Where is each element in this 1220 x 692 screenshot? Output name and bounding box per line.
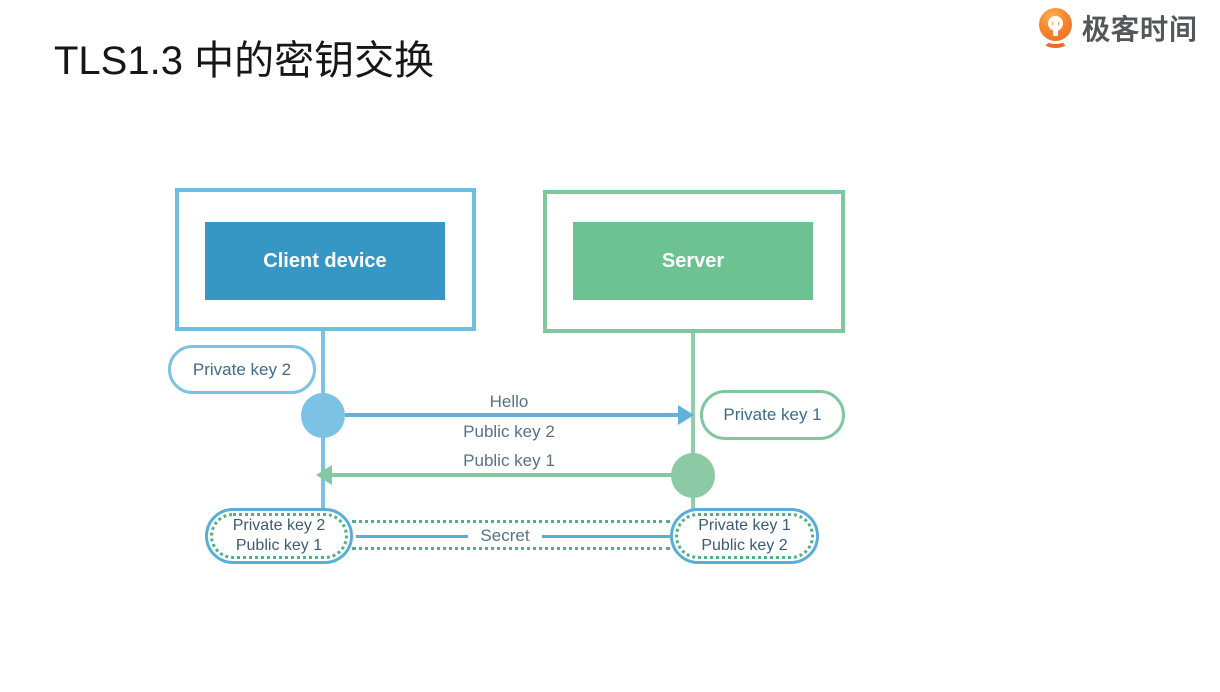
logo-stem-shape — [1052, 19, 1058, 36]
public-key-1-arrow-head-icon — [316, 465, 332, 485]
server-private-key-pill: Private key 1 — [700, 390, 845, 440]
secret-dotted-line-top — [352, 520, 670, 523]
hello-message-label: Hello — [489, 392, 529, 411]
secret-dotted-line-bottom — [352, 547, 670, 550]
hello-arrow-head-icon — [678, 405, 694, 425]
public-key-1-message-label: Public key 1 — [463, 451, 555, 470]
client-private-key-pill: Private key 2 — [168, 345, 316, 394]
hello-arrow-line — [345, 413, 680, 417]
client-shared-keys-inner: Private key 2 Public key 1 — [210, 513, 348, 559]
page-title: TLS1.3 中的密钥交换 — [54, 39, 435, 83]
server-key-node — [671, 453, 715, 498]
server-shared-keys-line2: Public key 2 — [701, 537, 788, 554]
client-device-label: Client device — [263, 249, 387, 272]
geektime-logo-text: 极客时间 — [1081, 14, 1198, 45]
public-key-2-message-label: Public key 2 — [463, 422, 555, 441]
public-key-1-arrow-line — [332, 473, 672, 477]
secret-label: Secret — [480, 526, 530, 545]
client-key-node — [301, 393, 345, 438]
server-shared-keys-inner: Private key 1 Public key 2 — [675, 513, 814, 559]
geektime-logo: 极客时间 — [1037, 7, 1198, 49]
client-shared-keys-line2: Public key 1 — [235, 537, 323, 554]
server-private-key-label: Private key 1 — [723, 405, 822, 424]
client-shared-keys-line1: Private key 2 — [232, 517, 326, 534]
logo-tail-shape — [1042, 35, 1068, 48]
server-shared-keys-pill: Private key 1 Public key 2 — [670, 508, 819, 564]
secret-line-right — [542, 535, 670, 538]
server-label: Server — [661, 249, 725, 272]
server-shared-keys-line1: Private key 1 — [698, 517, 791, 534]
client-device-box: Client device — [205, 222, 445, 300]
secret-line-left — [356, 535, 468, 538]
client-shared-keys-pill: Private key 2 Public key 1 — [205, 508, 353, 564]
geektime-logo-icon — [1037, 7, 1075, 49]
server-box: Server — [573, 222, 813, 300]
client-private-key-label: Private key 2 — [192, 359, 292, 379]
